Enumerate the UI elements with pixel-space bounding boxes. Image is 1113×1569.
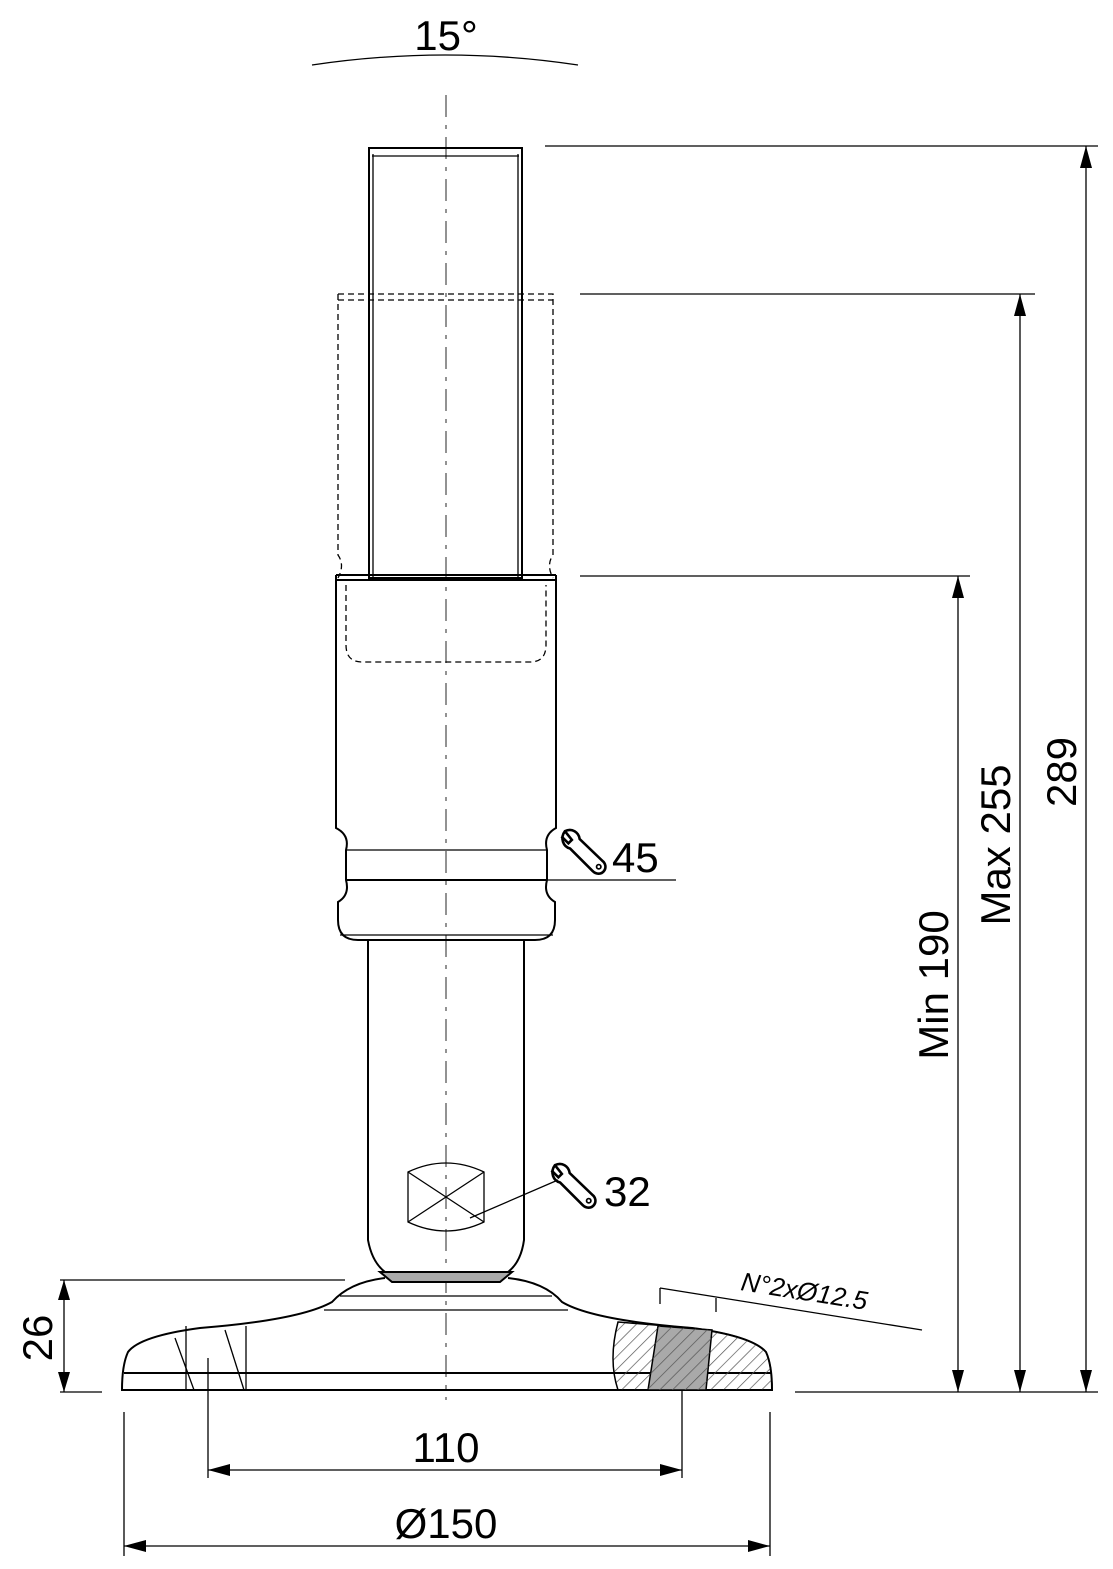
body-sleeve (335, 574, 557, 941)
tilt-arc (311, 54, 579, 66)
dim-max-255-label: Max 255 (972, 764, 1019, 925)
dim-110 (207, 1358, 683, 1478)
base (120, 1277, 774, 1391)
extension-lines (60, 145, 1098, 1393)
dim-min-190-label: Min 190 (910, 910, 957, 1059)
wrench-45-label: 45 (612, 834, 659, 881)
swivel-pad (377, 1271, 515, 1283)
holes-note-leader (659, 1287, 923, 1331)
wrench-icon (550, 1162, 597, 1209)
holes-note-label: N°2xØ12.5 (739, 1266, 870, 1316)
dim-150 (123, 1412, 771, 1556)
threaded-stud (368, 147, 523, 579)
dim-110-label: 110 (413, 1424, 480, 1471)
dim-289 (1080, 146, 1092, 1392)
dim-289-label: 289 (1038, 737, 1085, 807)
tilt-angle-label: 15° (414, 12, 478, 59)
dim-max-255 (1014, 294, 1026, 1392)
wrench-32-leader (469, 1179, 559, 1219)
dim-26-label: 26 (14, 1315, 61, 1362)
wrench-icon (560, 828, 607, 875)
dim-min-190 (952, 576, 964, 1392)
dim-26 (58, 1280, 70, 1392)
wrench-32-label: 32 (604, 1168, 651, 1215)
dim-150-label: Ø150 (395, 1500, 498, 1547)
